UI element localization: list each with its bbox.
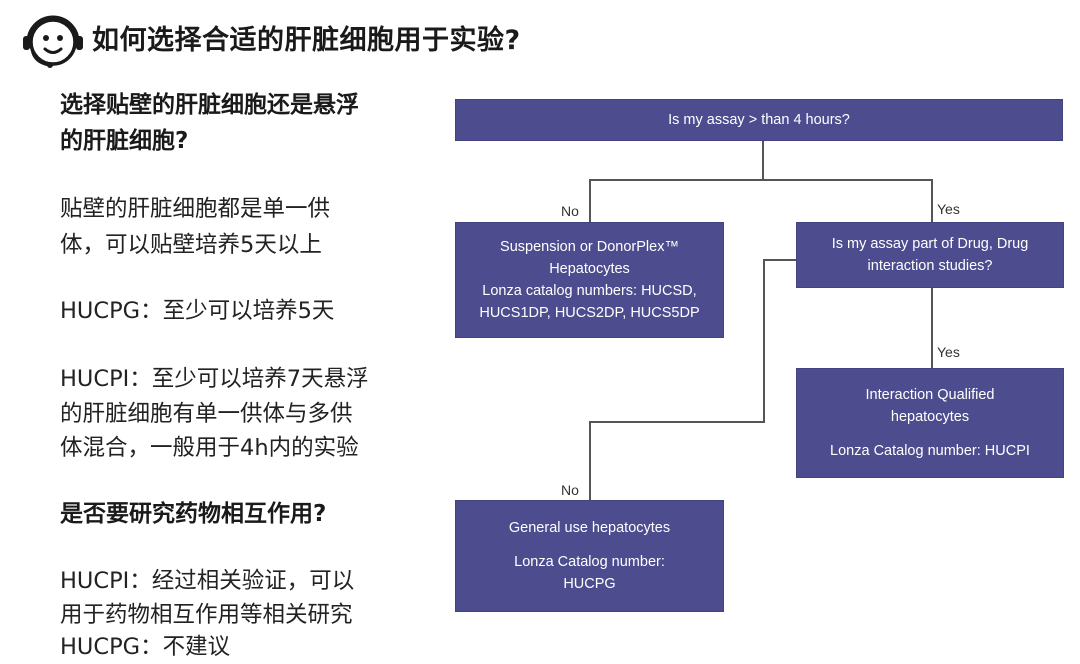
general-catalog-label: Lonza Catalog number: <box>514 554 665 570</box>
suspension-catalog-numbers: HUCS1DP, HUCS2DP, HUCS5DP <box>479 305 700 321</box>
ddi-text-cont: 用于药物相互作用等相关研究 <box>60 602 353 628</box>
hucpi-text: HUCPI：至少可以培养7天悬浮 <box>60 366 369 392</box>
question-heading-ddi: 是否要研究药物相互作用? <box>60 501 327 527</box>
connector-q1-horizontal <box>589 179 932 181</box>
hucpi-text-cont2: 体混合，一般用于4h内的实验 <box>60 435 359 461</box>
page-title: 如何选择合适的肝脏细胞用于实验? <box>92 25 521 56</box>
question-ddi-box: Is my assay part of Drug, Drug interacti… <box>796 222 1064 288</box>
connector-to-suspension <box>589 179 591 222</box>
interaction-catalog: Lonza Catalog number: HUCPI <box>830 443 1030 459</box>
ddi-text: HUCPI：经过相关验证，可以 <box>60 568 355 594</box>
connector-q2-to-interaction <box>931 288 933 368</box>
question-heading-adherent-cont: 的肝脏细胞? <box>60 128 189 154</box>
interaction-title: Interaction Qualified <box>865 387 995 403</box>
adherent-text-cont: 体，可以贴壁培养5天以上 <box>60 232 322 258</box>
connector-to-general <box>589 421 591 500</box>
yes-label-1: Yes <box>937 201 960 217</box>
general-title: General use hepatocytes <box>508 520 671 536</box>
question-assay-duration-box: Is my assay > than 4 hours? <box>455 99 1063 141</box>
connector-q2-horizontal <box>589 421 765 423</box>
customer-service-robot-icon <box>23 15 83 68</box>
no-label-2: No <box>561 482 579 498</box>
suspension-title: Suspension or DonorPlex™ <box>500 239 679 255</box>
connector-q2-down <box>763 259 765 422</box>
connector-q1-down <box>762 141 764 180</box>
question-ddi-text: Is my assay part of Drug, Drug <box>831 236 1029 252</box>
question-assay-duration-text: Is my assay > than 4 hours? <box>668 112 850 128</box>
hucpg-text: HUCPG：至少可以培养5天 <box>60 298 335 324</box>
suspension-hepatocytes-box: Suspension or DonorPlex™ Hepatocytes Lon… <box>455 222 724 338</box>
interaction-subtitle: hepatocytes <box>890 409 970 425</box>
suspension-subtitle: Hepatocytes <box>549 261 630 277</box>
connector-to-q2 <box>931 179 933 222</box>
no-label-1: No <box>561 203 579 219</box>
connector-q2-left <box>763 259 797 261</box>
hucpi-text-cont: 的肝脏细胞有单一供体与多供 <box>60 401 353 427</box>
suspension-catalog-label: Lonza catalog numbers: HUCSD, <box>482 283 697 299</box>
question-heading-adherent: 选择贴壁的肝脏细胞还是悬浮 <box>60 92 359 118</box>
interaction-qualified-box: Interaction Qualified hepatocytes Lonza … <box>796 368 1064 478</box>
general-catalog-number: HUCPG <box>563 576 616 592</box>
general-use-box: General use hepatocytes Lonza Catalog nu… <box>455 500 724 612</box>
ddi-text-cont2: HUCPG：不建议 <box>60 634 231 660</box>
question-ddi-text-cont: interaction studies? <box>867 258 993 274</box>
yes-label-2: Yes <box>937 344 960 360</box>
adherent-text: 贴壁的肝脏细胞都是单一供 <box>60 196 331 222</box>
